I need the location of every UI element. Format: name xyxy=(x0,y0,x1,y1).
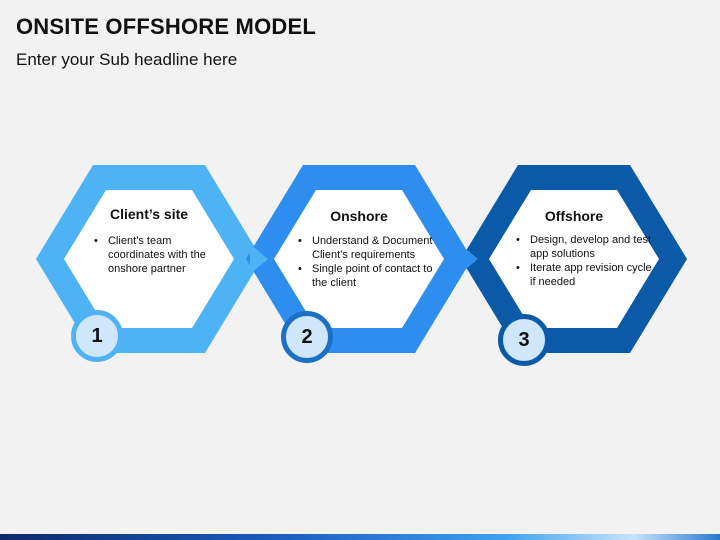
step-2: Onshore Understand & Document Client’s r… xyxy=(274,190,444,328)
step-1-bullet-1: Client’s team coordinates with the onsho… xyxy=(94,234,228,276)
step-1-number: 1 xyxy=(91,324,103,347)
step-3-title: Offshore xyxy=(544,208,604,224)
step-2-bullet-1: Understand & Document Client’s requireme… xyxy=(298,234,442,262)
step-2-number-badge: 2 xyxy=(281,311,333,363)
step-2-bullet-2: Single point of contact to the client xyxy=(298,262,442,290)
step-2-bullets: Understand & Document Client’s requireme… xyxy=(298,234,442,290)
step-3-number: 3 xyxy=(518,328,530,351)
step-1: Client’s site Client’s team coordinates … xyxy=(64,190,234,328)
footer-gradient-bar xyxy=(0,534,720,540)
step-3-number-badge: 3 xyxy=(498,314,550,366)
step-1-title: Client’s site xyxy=(109,206,189,222)
connector-arrow-1 xyxy=(250,244,268,274)
step-2-title: Onshore xyxy=(330,208,388,224)
step-2-number: 2 xyxy=(301,325,313,348)
step-1-number-badge: 1 xyxy=(71,310,123,362)
connector-arrow-2 xyxy=(460,244,478,274)
step-3-bullet-1: Design, develop and test app solutions xyxy=(516,233,660,261)
step-3-bullets: Design, develop and test app solutions I… xyxy=(516,233,660,289)
step-1-bullets: Client’s team coordinates with the onsho… xyxy=(94,234,228,276)
slide-subtitle: Enter your Sub headline here xyxy=(16,50,238,69)
step-3-bullet-2: Iterate app revision cycle if needed xyxy=(516,261,660,289)
slide-title: ONSITE OFFSHORE MODEL xyxy=(16,14,316,39)
step-3: Offshore Design, develop and test app so… xyxy=(489,190,659,328)
